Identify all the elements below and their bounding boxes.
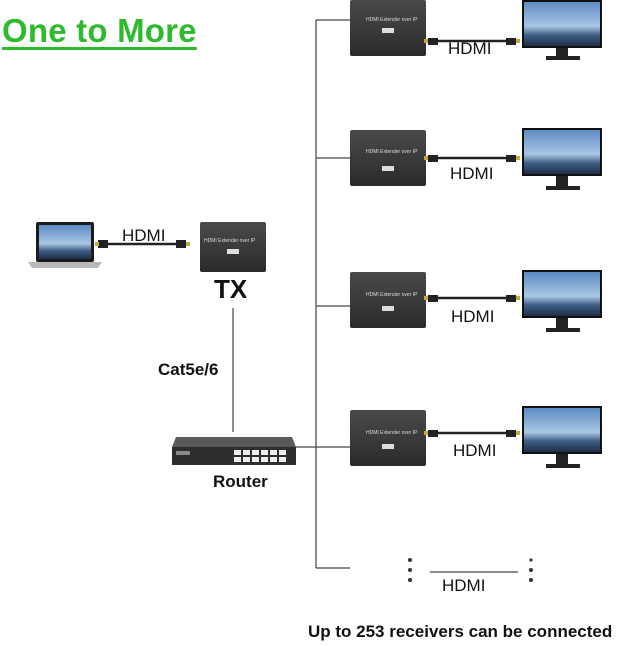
receiver-3-hdmi-label: HDMI (451, 307, 495, 326)
ellipsis-dot (408, 578, 412, 582)
receiver-1-hdmi-label: HDMI (448, 39, 492, 58)
more-receivers-indicator (408, 558, 533, 582)
monitor-icon-2 (522, 128, 602, 190)
ellipsis-dot (529, 578, 533, 582)
ellipsis-dot (529, 568, 533, 572)
switch-ports (234, 450, 286, 462)
receiver-2-hdmi-label: HDMI (450, 164, 494, 183)
tx-device-text: HDMI Extender over IP (204, 238, 256, 244)
network-bus (232, 19, 350, 569)
receiver-4 (350, 410, 520, 466)
ellipsis-dot (529, 558, 533, 562)
link-cable-label: Cat5e/6 (158, 360, 219, 379)
receiver-4-device-text: HDMI Extender over IP (366, 430, 418, 436)
receiver-3-device-text: HDMI Extender over IP (366, 292, 418, 298)
footer-note: Up to 253 receivers can be connected (308, 622, 613, 641)
receiver-4-hdmi-label: HDMI (453, 441, 497, 460)
receiver-1-device-text: HDMI Extender over IP (366, 17, 418, 23)
laptop-icon (28, 222, 102, 268)
receiver-3 (350, 272, 520, 328)
router-label: Router (213, 472, 268, 491)
page-title: One to More (2, 12, 197, 49)
receiver-1 (350, 0, 520, 56)
tx-device (200, 222, 266, 272)
tx-label: TX (214, 274, 248, 304)
receiver-2 (350, 130, 520, 186)
ellipsis-dot (408, 568, 412, 572)
router-switch-icon (172, 437, 296, 465)
receiver-2-device-text: HDMI Extender over IP (366, 149, 418, 155)
tx-hdmi-cable (95, 240, 190, 248)
monitor-icon-4 (522, 406, 602, 468)
ellipsis-dot (408, 558, 412, 562)
monitor-icon-3 (522, 270, 602, 332)
tx-hdmi-label: HDMI (122, 226, 166, 245)
more-hdmi-label: HDMI (442, 576, 486, 595)
monitor-icon-1 (522, 0, 602, 60)
